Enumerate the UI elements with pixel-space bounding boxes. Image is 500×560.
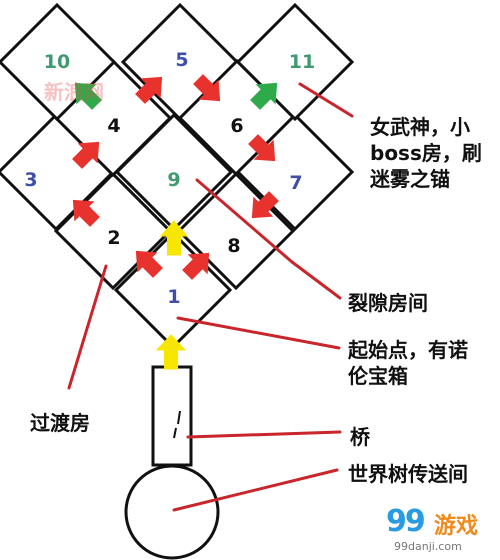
room-8-label: 8: [227, 235, 240, 257]
room-5-label: 5: [175, 49, 188, 71]
arrow-room-6-to-room-7: [248, 134, 276, 162]
room-6-label: 6: [230, 115, 243, 137]
arrow-room-5-to-room-6: [193, 74, 221, 102]
callout-world-tree-portal: 世界树传送间: [348, 462, 468, 486]
world-tree-portal-circle: [124, 464, 220, 560]
arrow-room-3-to-room-4: [72, 141, 100, 169]
leader-line-start-point: [176, 316, 341, 350]
leader-line-bridge: [186, 430, 342, 439]
callout-start-point-line-2: 伦宝箱: [348, 364, 408, 388]
brand-logo: 99 游戏 99danji.com: [386, 500, 496, 560]
arrow-room-4-to-room-5: [135, 76, 163, 104]
callout-boss-room: 女武神，小 boss房，刷 迷雾之锚: [370, 114, 482, 192]
room-3-label: 3: [24, 169, 37, 191]
arrow-room-2-to-room-3: [72, 199, 100, 227]
bridge-crack-mark: [173, 410, 181, 439]
arrow-room-1-to-room-2: [135, 250, 163, 278]
leader-line-transition-room: [67, 264, 108, 390]
brand-logo-number: 99: [386, 504, 426, 539]
callout-boss-room-line-3: 迷雾之锚: [370, 167, 450, 191]
callout-rift-room: 裂隙房间: [348, 291, 428, 315]
arrow-room-4-to-room-10: [74, 82, 102, 110]
callout-start-point-line-1: 起始点，有诺: [348, 338, 468, 362]
bridge-rect: [151, 365, 193, 467]
room-11-label: 11: [289, 51, 315, 73]
brand-logo-url: 99danji.com: [394, 540, 462, 553]
room-4-label: 4: [107, 115, 120, 137]
callout-transition-room: 过渡房: [30, 411, 90, 435]
leader-line-world-tree-portal: [172, 468, 339, 512]
watermark-text: 新浪网: [44, 80, 104, 104]
arrow-room-1-to-room-9: [159, 220, 189, 256]
arrow-bridge-to-room-1: [155, 334, 187, 370]
room-2-label: 2: [107, 227, 120, 249]
leader-line-boss-room: [298, 82, 354, 118]
room-7-label: 7: [289, 172, 302, 194]
callout-bridge: 桥: [350, 425, 370, 449]
leader-line-rift-room: [195, 178, 342, 300]
arrow-room-1-to-room-8: [182, 252, 210, 280]
room-1-label: 1: [167, 286, 180, 308]
room-10-label: 10: [44, 51, 70, 73]
callout-start-point: 起始点，有诺 伦宝箱: [348, 337, 468, 389]
brand-logo-name: 游戏: [434, 514, 479, 539]
callout-boss-room-line-1: 女武神，小: [370, 115, 470, 139]
arrow-room-6-to-room-11: [250, 82, 278, 110]
callout-boss-room-line-2: boss房，刷: [370, 141, 482, 165]
arrow-room-7-to-room-8: [251, 191, 279, 219]
room-9-label: 9: [167, 169, 180, 191]
